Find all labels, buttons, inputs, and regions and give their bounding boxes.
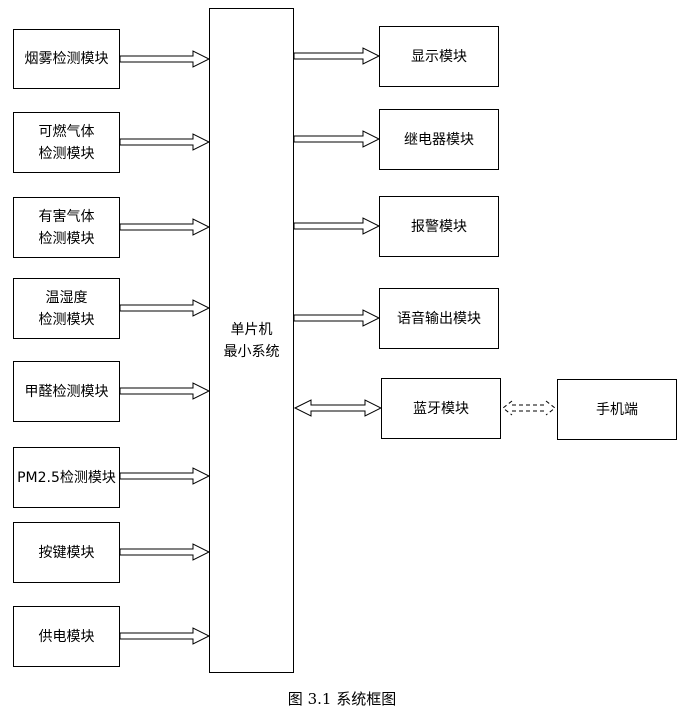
phone-terminal: 手机端 <box>557 379 677 440</box>
relay-module-label: 继电器模块 <box>404 131 474 148</box>
phone-label: 手机端 <box>596 401 638 418</box>
key-module: 按键模块 <box>13 522 120 583</box>
arrow-key-to-mcu <box>119 543 211 561</box>
voice-output-module: 语音输出模块 <box>379 288 499 349</box>
harmful-gas-detection-module: 有害气体 检测模块 <box>13 197 120 258</box>
combustible-gas-detection-module: 可燃气体 检测模块 <box>13 112 120 173</box>
combustible-gas-label: 可燃气体 检测模块 <box>38 123 95 162</box>
bluetooth-module: 蓝牙模块 <box>381 378 501 439</box>
arrow-harmful-to-mcu <box>119 218 211 236</box>
voice-output-label: 语音输出模块 <box>397 310 481 327</box>
mcu-label: 单片机 最小系统 <box>223 321 280 360</box>
figure-caption: 图 3.1 系统框图 <box>287 690 397 708</box>
arrow-mcu-bluetooth-bidirectional <box>293 399 383 417</box>
smoke-detection-module: 烟雾检测模块 <box>13 29 120 89</box>
key-module-label: 按键模块 <box>38 544 95 561</box>
formaldehyde-detection-module: 甲醛检测模块 <box>13 361 120 422</box>
arrow-mcu-to-alarm <box>293 217 381 235</box>
formaldehyde-label: 甲醛检测模块 <box>24 383 109 400</box>
mcu-minimum-system: 单片机 最小系统 <box>209 8 294 673</box>
arrow-temphum-to-mcu <box>119 299 211 317</box>
bluetooth-label: 蓝牙模块 <box>413 400 469 417</box>
arrow-power-to-mcu <box>119 627 211 645</box>
arrow-mcu-to-display <box>293 47 381 65</box>
alarm-module: 报警模块 <box>379 196 499 257</box>
relay-module: 继电器模块 <box>379 109 499 170</box>
temp-humidity-label: 温湿度 检测模块 <box>38 289 95 328</box>
arrow-smoke-to-mcu <box>119 50 211 68</box>
temp-humidity-detection-module: 温湿度 检测模块 <box>13 278 120 339</box>
arrow-combustible-to-mcu <box>119 133 211 151</box>
alarm-module-label: 报警模块 <box>411 218 467 235</box>
smoke-detection-label: 烟雾检测模块 <box>24 51 109 67</box>
arrow-bluetooth-phone-dashed <box>502 400 556 416</box>
arrow-mcu-to-relay <box>293 130 381 148</box>
arrow-pm25-to-mcu <box>119 467 211 485</box>
arrow-mcu-to-voice <box>293 309 381 327</box>
pm25-detection-module: PM2.5检测模块 <box>13 447 120 508</box>
display-module-label: 显示模块 <box>411 48 467 65</box>
harmful-gas-label: 有害气体 检测模块 <box>38 208 95 247</box>
power-supply-label: 供电模块 <box>38 628 95 645</box>
pm25-label: PM2.5检测模块 <box>17 469 116 486</box>
display-module: 显示模块 <box>379 26 499 87</box>
arrow-formaldehyde-to-mcu <box>119 382 211 400</box>
